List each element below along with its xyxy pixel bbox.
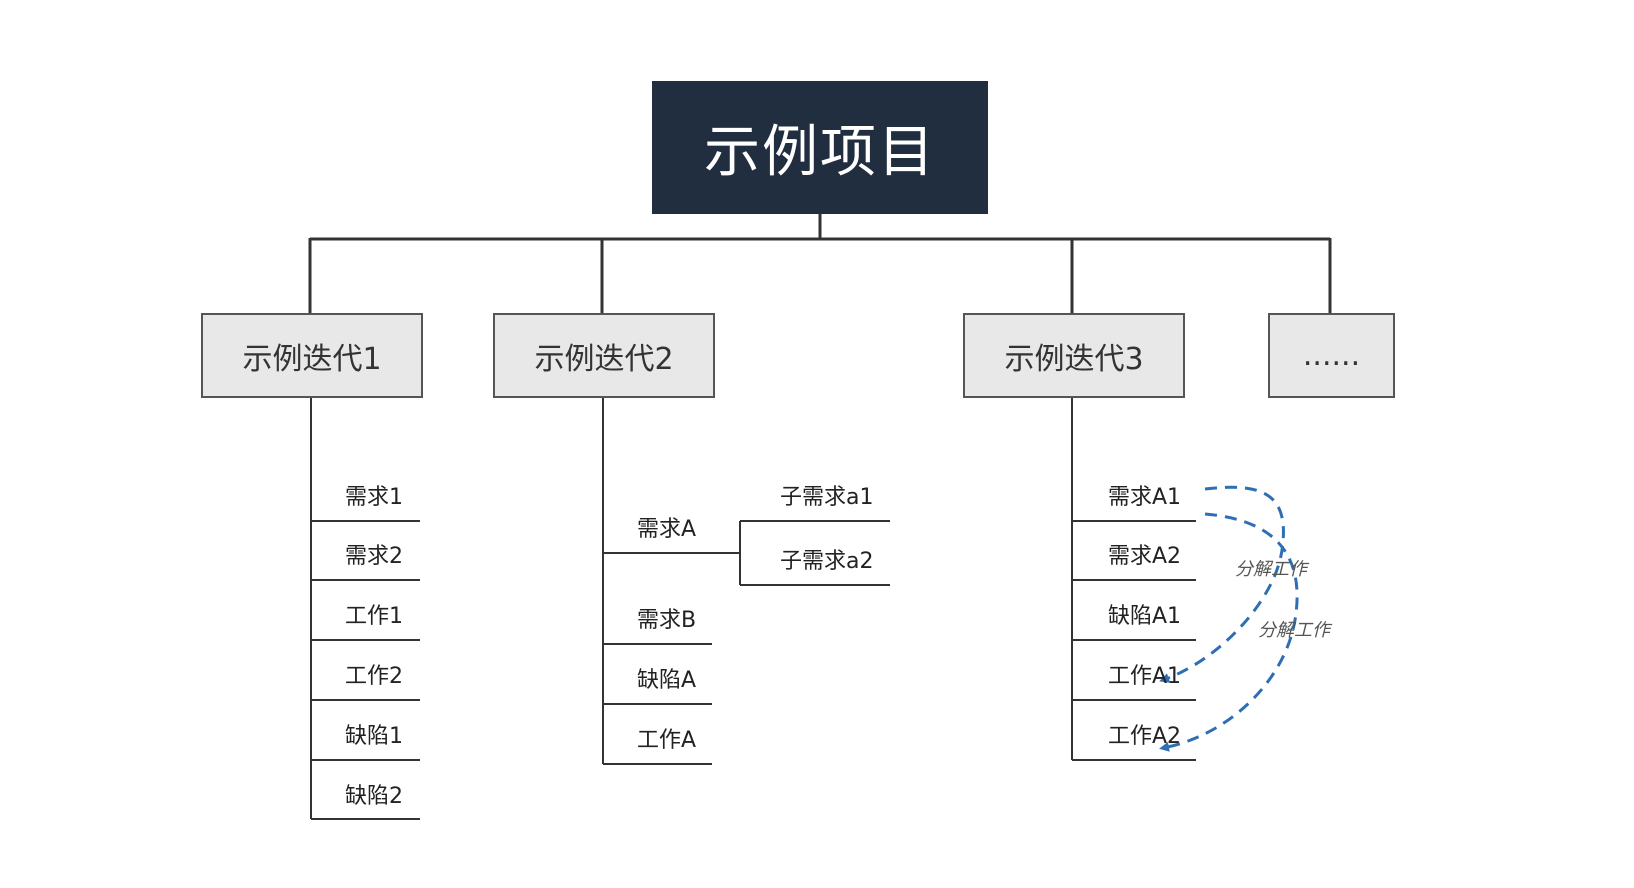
sub-work-item: 子需求a2 [780,549,874,574]
work-item: 需求1 [345,485,403,510]
work-item-parent: 需求A [637,517,697,542]
work-item: 工作A2 [1108,724,1182,749]
work-item: 需求2 [345,544,403,569]
iteration-label: 示例迭代2 [534,341,674,377]
iteration-node-2: 示例迭代2 [493,313,715,398]
iteration-node-more: ...... [1268,313,1395,398]
work-item: 需求A1 [1108,485,1182,510]
iteration-label: ...... [1302,338,1361,373]
work-item: 缺陷1 [345,724,403,749]
root-project-title: 示例项目 [704,120,936,185]
work-item: 需求B [637,608,697,633]
work-item: 需求A2 [1108,544,1182,569]
decompose-arrow-2 [1159,512,1299,752]
decompose-annotation-2: 分解工作 [1258,620,1330,641]
sub-work-item: 子需求a1 [780,485,874,510]
work-item: 缺陷A1 [1108,604,1182,629]
work-item: 工作A [637,728,697,753]
iteration-node-1: 示例迭代1 [201,313,423,398]
iteration-label: 示例迭代1 [242,341,382,377]
work-item: 工作A1 [1108,664,1182,689]
work-item: 工作2 [345,664,403,689]
decompose-annotation-1: 分解工作 [1235,559,1307,580]
iteration-node-3: 示例迭代3 [963,313,1185,398]
decompose-arrow-1 [1159,485,1285,683]
root-project-node: 示例项目 [652,81,988,214]
work-item: 缺陷A [637,668,697,693]
iteration-label: 示例迭代3 [1004,341,1144,377]
work-item: 工作1 [345,604,403,629]
work-item: 缺陷2 [345,784,403,809]
